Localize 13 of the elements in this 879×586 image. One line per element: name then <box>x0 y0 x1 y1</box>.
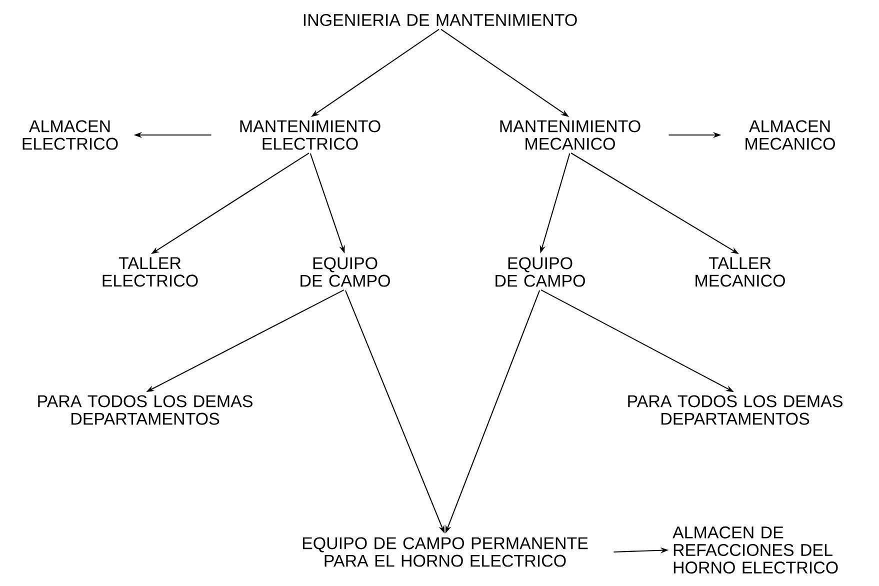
unit-label: ALMACEN MECANICO <box>746 120 835 150</box>
unit-label: EQUIPO DE CAMPO PERMANENTE PARA EL HORNO ELECTRICO <box>302 537 588 567</box>
unit-label: ALMACEN DE REFACCIONES DEL HORNO ELECTRICO <box>672 526 838 574</box>
heading-text: INGENIERIA DE MANTENIMIENTO <box>304 14 577 26</box>
unit-label: TALLER ELECTRICO <box>102 257 198 287</box>
unit-label: MANTENIMIENTO MECANICO <box>500 120 640 150</box>
unit-label: PARA TODOS LOS DEMAS DEPARTAMENTOS <box>628 395 842 425</box>
unit-label: TALLER MECANICO <box>696 257 785 287</box>
unit-label: EQUIPO DE CAMPO <box>300 257 390 287</box>
unit-label: EQUIPO DE CAMPO <box>496 257 585 287</box>
unit-label: MANTENIMIENTO ELECTRICO <box>240 120 380 150</box>
unit-label: PARA TODOS LOS DEMAS DEPARTAMENTOS <box>38 395 252 425</box>
unit-label: ALMACEN ELECTRICO <box>22 120 118 150</box>
